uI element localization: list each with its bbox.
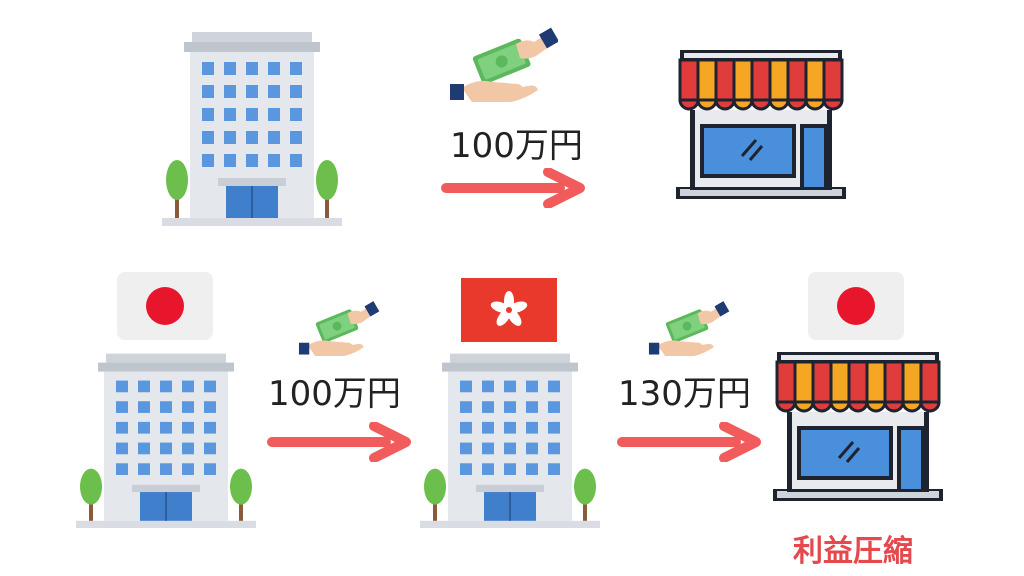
top-arrow-icon (440, 168, 590, 208)
japan-flag-icon (808, 272, 904, 340)
japan-flag-icon (117, 272, 213, 340)
bottom-left-building-icon (76, 353, 256, 528)
bottom-money-hand-icon-2 (648, 301, 730, 356)
top-shop-icon (676, 50, 846, 201)
profit-compression-label: 利益圧縮 (793, 534, 913, 569)
top-building-icon (162, 32, 342, 226)
bottom-amount-label-1: 100万円 (268, 374, 401, 414)
hong-kong-flag-icon (461, 278, 557, 342)
bottom-arrow-icon-1 (266, 422, 416, 462)
bottom-money-hand-icon-1 (298, 301, 380, 356)
bottom-amount-label-2: 130万円 (618, 374, 751, 414)
bottom-shop-icon (773, 352, 943, 503)
bottom-middle-building-icon (420, 353, 600, 528)
bottom-arrow-icon-2 (616, 422, 766, 462)
top-amount-label: 100万円 (450, 126, 583, 166)
top-money-hand-icon (450, 27, 558, 102)
